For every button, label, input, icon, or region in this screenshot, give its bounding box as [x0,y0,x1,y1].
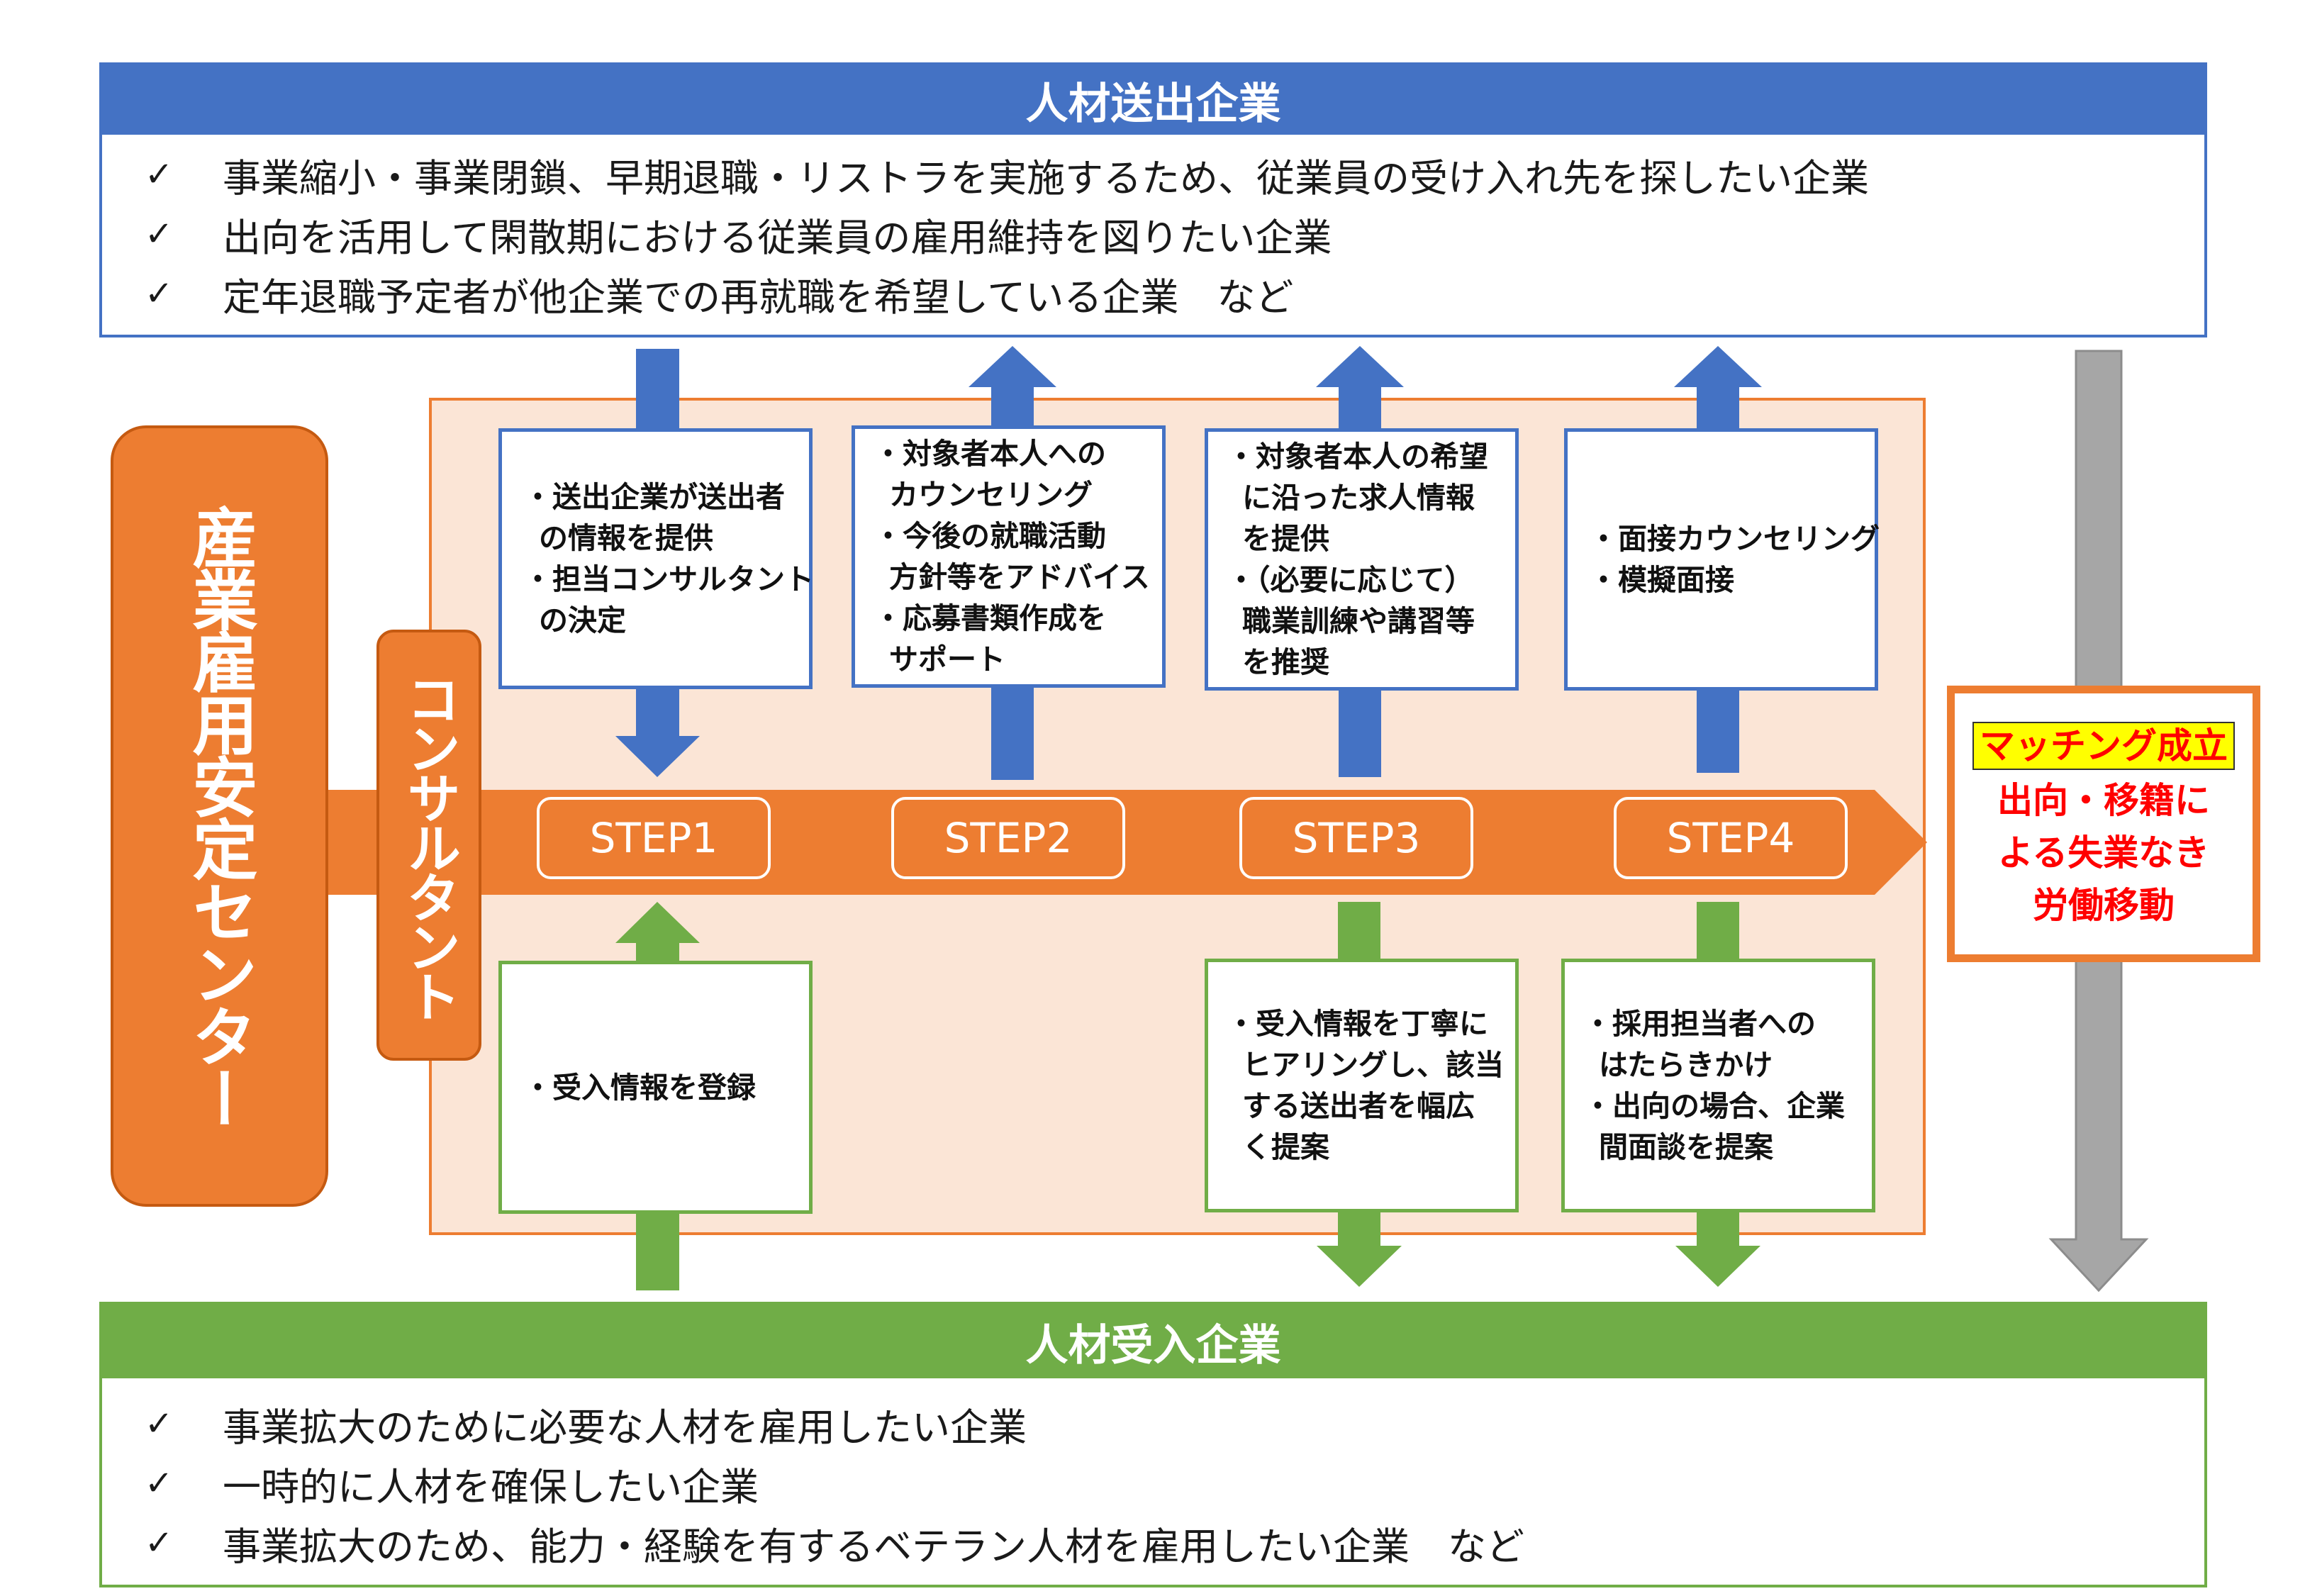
check-icon: ✓ [145,214,174,254]
sender-item: ✓ 出向を活用して閑散期における従業員の雇用維持を図りたい企業 [145,204,2204,264]
sender-item-text: 出向を活用して閑散期における従業員の雇用維持を図りたい企業 [223,215,1332,260]
matching-title: マッチング成立 [1972,722,2235,770]
box-line: ・受入情報を登録 [523,1070,756,1105]
receiver-item: ✓ 事業拡大のため、能力・経験を有するベテラン人材を雇用したい企業 など [145,1513,2204,1573]
step1-sender-box: ・送出企業が送出者 の情報を提供 ・担当コンサルタント の決定 [498,428,814,689]
step2-sender-box: ・対象者本人への カウンセリング ・今後の就職活動 方針等をアドバイス ・応募書… [852,425,1166,688]
box-line: ・採用担当者への [1583,1007,1816,1041]
box-line: を提供 [1242,522,1329,556]
box-line: カウンセリング [889,478,1093,512]
check-icon: ✓ [145,274,174,313]
sender-title: 人材送出企業 [102,65,2204,135]
box-line: ・送出企業が送出者 [523,480,785,514]
check-icon: ✓ [145,155,174,194]
check-icon: ✓ [145,1404,174,1444]
check-icon: ✓ [145,1463,174,1503]
step3-sender-box: ・対象者本人の希望 に沿った求人情報 を提供 ・（必要に応じて） 職業訓練や講習… [1205,428,1519,691]
check-icon: ✓ [145,1523,174,1563]
box-line: 間面談を提案 [1599,1130,1773,1164]
box-line: ・受入情報を丁寧に [1227,1007,1488,1041]
box-line: ・対象者本人への [874,437,1106,471]
matching-line: 労働移動 [2033,885,2175,926]
sender-item-text: 事業縮小・事業閉鎖、早期退職・リストラを実施するため、従業員の受け入れ先を探した… [223,155,1869,201]
step4-sender-box: ・面接カウンセリング ・模擬面接 [1564,428,1880,691]
box-line: ・模擬面接 [1589,563,1734,597]
box-line: ・応募書類作成を [874,601,1106,635]
box-line: 職業訓練や講習等 [1242,604,1475,638]
sender-list: ✓ 事業縮小・事業閉鎖、早期退職・リストラを実施するため、従業員の受け入れ先を探し… [102,135,2204,335]
box-line: 方針等をアドバイス [889,560,1150,594]
receiver-item-text: 事業拡大のため、能力・経験を有するベテラン人材を雇用したい企業 など [223,1524,1524,1569]
box-line: く提案 [1242,1130,1329,1164]
receiver-item: ✓ 事業拡大のために必要な人材を雇用したい企業 [145,1394,2204,1453]
step4-receiver-box: ・採用担当者への はたらきかけ ・出向の場合、企業 間面談を提案 [1561,959,1875,1212]
box-line: はたらきかけ [1599,1048,1773,1082]
box-line: ・出向の場合、企業 [1583,1089,1845,1123]
box-line: する送出者を幅広 [1242,1089,1475,1123]
box-line: ・面接カウンセリング [1589,522,1880,556]
box-line: ・（必要に応じて） [1227,563,1474,597]
receiver-panel: 人材受入企業 ✓ 事業拡大のために必要な人材を雇用したい企業 ✓ 一時的に人材を確保… [99,1302,2207,1587]
sender-item-text: 定年退職予定者が他企業での再就職を希望している企業 など [223,274,1294,320]
center-label: 産業雇用安定センター [111,425,328,1207]
receiver-list: ✓ 事業拡大のために必要な人材を雇用したい企業 ✓ 一時的に人材を確保したい企業 ✓… [102,1378,2204,1584]
sender-item: ✓ 事業縮小・事業閉鎖、早期退職・リストラを実施するため、従業員の受け入れ先を探し… [145,145,2204,204]
step1-receiver-box: ・受入情報を登録 [498,961,813,1214]
box-line: ・今後の就職活動 [874,519,1106,553]
matching-line: 出向・移籍に [1997,780,2210,821]
box-line: サポート [889,642,1005,676]
step1-label: STEP1 [537,797,771,879]
box-line: を推奨 [1242,645,1329,679]
receiver-item-text: 一時的に人材を確保したい企業 [223,1464,759,1509]
step2-label: STEP2 [891,797,1125,879]
box-line: ・担当コンサルタント [523,562,814,596]
box-line: ヒアリングし、該当 [1242,1048,1504,1082]
consultant-label: コンサルタント [376,630,481,1061]
receiver-title: 人材受入企業 [102,1305,2204,1378]
sender-panel: 人材送出企業 ✓ 事業縮小・事業閉鎖、早期退職・リストラを実施するため、従業員の受… [99,62,2207,337]
box-line: ・対象者本人の希望 [1227,440,1488,474]
matching-line: よる失業なき [1997,832,2210,874]
step3-label: STEP3 [1239,797,1473,879]
box-line: の決定 [539,603,626,637]
receiver-item-text: 事業拡大のために必要な人材を雇用したい企業 [223,1405,1027,1450]
receiver-item: ✓ 一時的に人材を確保したい企業 [145,1453,2204,1513]
step3-receiver-box: ・受入情報を丁寧に ヒアリングし、該当 する送出者を幅広 く提案 [1205,959,1519,1212]
sender-item: ✓ 定年退職予定者が他企業での再就職を希望している企業 など [145,264,2204,323]
matching-box: マッチング成立 出向・移籍に よる失業なき 労働移動 [1947,686,2260,962]
box-line: の情報を提供 [539,521,713,555]
step4-label: STEP4 [1614,797,1848,879]
box-line: に沿った求人情報 [1242,481,1475,515]
